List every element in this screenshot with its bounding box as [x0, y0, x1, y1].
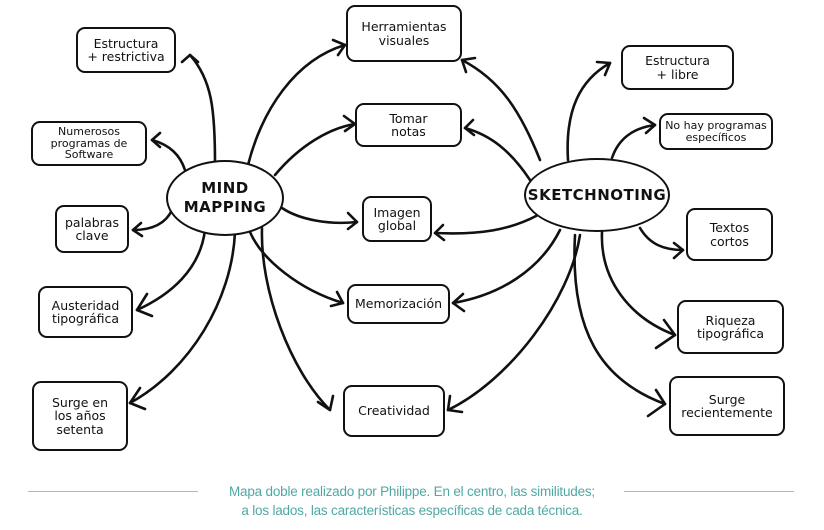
- edge-mind-palabras-clave: [131, 208, 174, 232]
- edge-sketch-tomar-notas: [463, 126, 532, 182]
- caption-rule-left: [28, 491, 198, 492]
- diagram-connectors: [128, 38, 685, 418]
- caption-rule-right: [624, 491, 794, 492]
- arrowhead: [451, 292, 466, 313]
- node-creatividad: Creatividad: [343, 385, 445, 437]
- node-riqueza-tipografica: Riqueza tipográfica: [677, 300, 784, 354]
- arrowhead: [180, 53, 200, 64]
- edge-sketch-memorizacion: [451, 228, 562, 305]
- arrowhead: [329, 290, 345, 308]
- arrowhead: [595, 60, 612, 77]
- arrowhead: [131, 221, 144, 238]
- edge-sketch-no-programas: [610, 123, 657, 160]
- arrowhead: [642, 116, 657, 135]
- node-herramientas-visuales: Herramientas visuales: [346, 5, 462, 62]
- node-austeridad-tipografica: Austeridad tipográfica: [38, 286, 133, 338]
- edge-sketch-surge-recientemente: [573, 233, 667, 406]
- caption-line-1: Mapa doble realizado por Philippe. En el…: [229, 484, 595, 499]
- node-tomar-notas: Tomar notas: [355, 103, 462, 147]
- node-imagen-global: Imagen global: [362, 196, 432, 242]
- edge-sketch-riqueza: [600, 230, 677, 337]
- edge-mind-creatividad: [260, 226, 332, 412]
- arrowhead: [672, 241, 685, 260]
- arrowhead: [331, 38, 347, 57]
- arrowhead: [654, 318, 677, 350]
- arrowhead: [460, 56, 477, 74]
- arrowhead: [346, 211, 359, 231]
- arrowhead: [446, 394, 464, 414]
- node-estructura-restrictiva: Estructura + restrictiva: [76, 27, 176, 73]
- figure-caption: Mapa doble realizado por Philippe. En el…: [0, 482, 824, 520]
- node-surge-setenta: Surge en los años setenta: [32, 381, 128, 451]
- arrowhead: [316, 394, 335, 412]
- edge-mind-estructura-restrictiva: [188, 53, 217, 165]
- node-numerosos-programas: Numerosos programas de Software: [31, 121, 147, 166]
- hub-mind-mapping: MIND MAPPING: [166, 160, 284, 236]
- edge-sketch-textos-cortos: [638, 226, 685, 252]
- arrowhead: [150, 131, 162, 149]
- edge-mind-austeridad: [135, 228, 207, 312]
- edge-mind-imagen-global: [280, 206, 359, 225]
- node-estructura-libre: Estructura + libre: [621, 45, 734, 90]
- node-surge-recientemente: Surge recientemente: [669, 376, 785, 436]
- edge-sketch-herramientas: [460, 58, 542, 162]
- arrowhead: [646, 388, 667, 418]
- arrowhead: [135, 292, 154, 318]
- edge-mind-herramientas: [246, 43, 347, 167]
- edge-sketch-creatividad: [446, 233, 582, 412]
- node-palabras-clave: palabras clave: [55, 205, 129, 253]
- arrowhead: [342, 114, 357, 133]
- edge-mind-tomar-notas: [273, 122, 357, 177]
- node-textos-cortos: Textos cortos: [686, 208, 773, 261]
- node-no-hay-programas: No hay programas específicos: [659, 113, 773, 150]
- arrowhead: [463, 118, 476, 137]
- caption-line-2: a los lados, las características específ…: [241, 503, 583, 518]
- edge-mind-memorizacion: [248, 230, 345, 305]
- hub-sketchnoting: SKETCHNOTING: [524, 158, 670, 232]
- edge-mind-numerosos-programas: [150, 138, 187, 172]
- node-memorizacion: Memorización: [347, 284, 450, 324]
- edge-mind-surge-setenta: [128, 230, 237, 405]
- arrowhead: [433, 223, 446, 242]
- edge-sketch-imagen-global: [433, 213, 540, 235]
- edge-sketch-estructura-libre: [566, 61, 612, 162]
- arrowhead: [128, 386, 147, 411]
